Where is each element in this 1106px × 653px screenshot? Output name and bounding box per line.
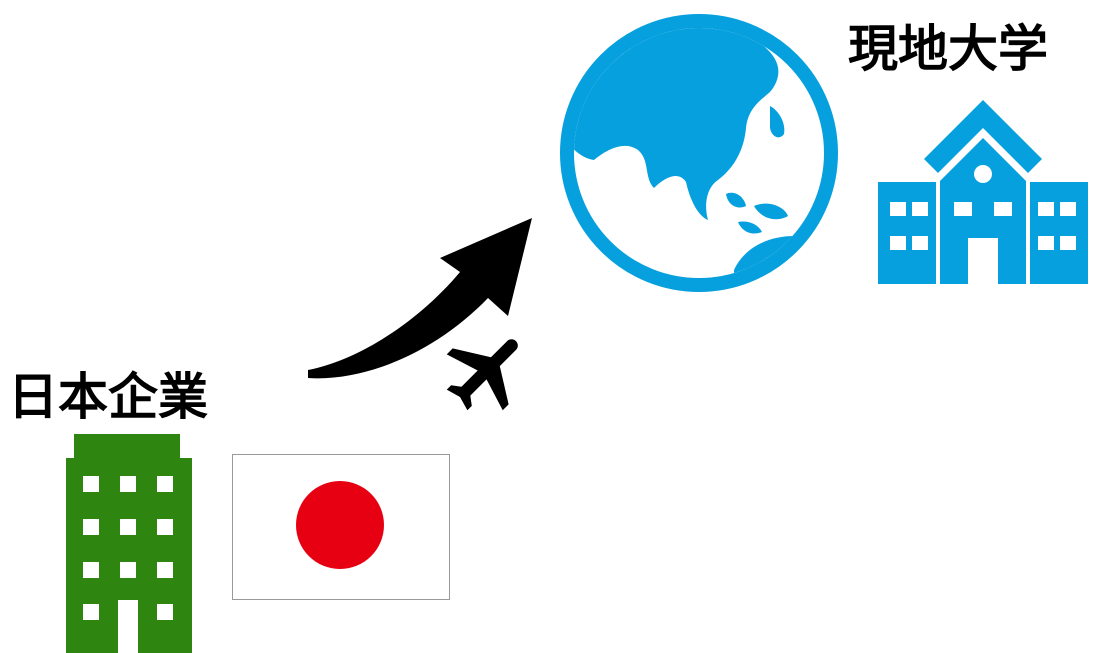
japan-flag-icon: [232, 454, 450, 600]
office-building-icon: [66, 434, 192, 653]
school-building-icon: [878, 100, 1088, 284]
airplane-icon: [446, 339, 518, 411]
globe-icon: [560, 14, 838, 292]
curved-arrow-icon: [308, 218, 532, 379]
company-label: 日本企業: [8, 368, 208, 426]
university-label: 現地大学: [848, 20, 1048, 78]
